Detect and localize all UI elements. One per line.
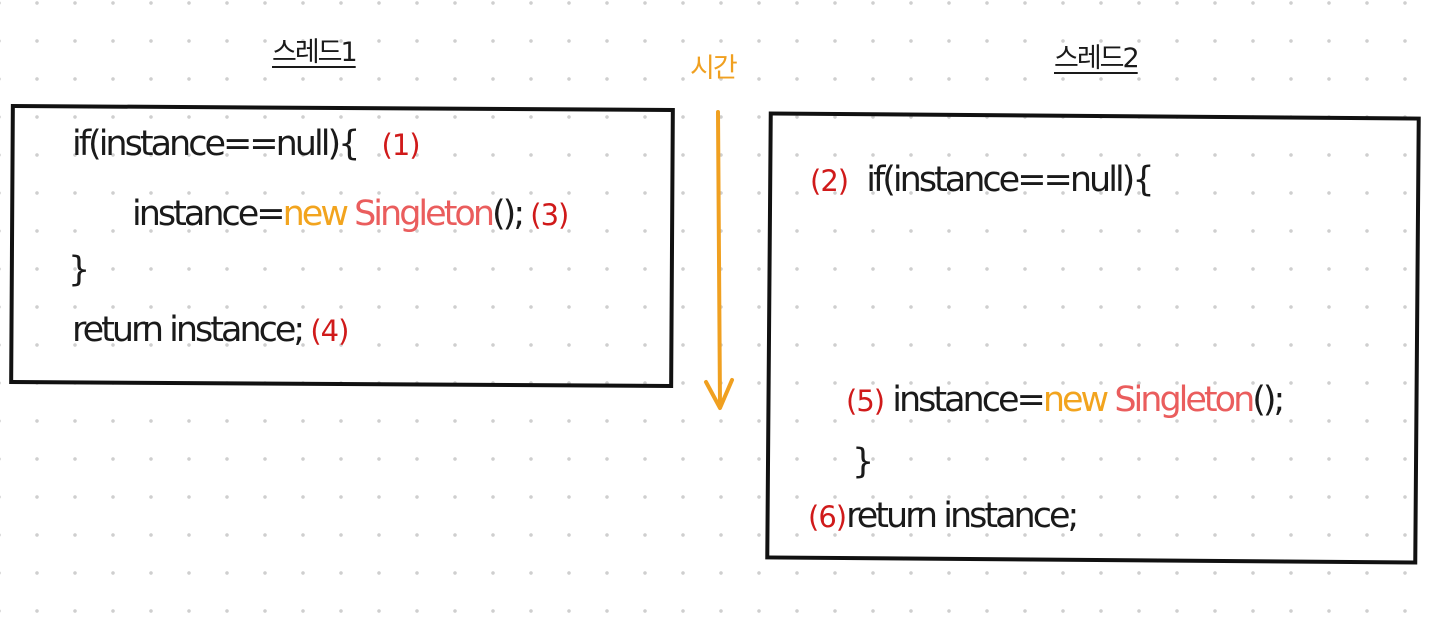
code-text: return instance;	[72, 310, 305, 350]
time-arrow-icon	[704, 110, 734, 410]
code-text: if(instance==null){	[866, 160, 1154, 200]
thread2-line-return: (6)return instance;	[808, 496, 1079, 536]
thread1-title: 스레드1	[272, 37, 358, 68]
thread1-line-return: return instance; (4)	[72, 310, 349, 350]
new-keyword: new	[1042, 380, 1109, 420]
code-text: ();	[492, 194, 525, 234]
code-text: instance=	[132, 194, 286, 234]
thread1-line-if: if(instance==null){ (1)	[72, 124, 421, 164]
new-keyword: new	[282, 194, 349, 234]
thread1-line-close-brace: }	[68, 250, 90, 290]
thread1-line-assign: instance=new Singleton(); (3)	[132, 194, 569, 234]
step-marker: (6)	[808, 500, 847, 534]
step-marker: (3)	[530, 198, 569, 232]
thread2-title: 스레드2	[1054, 43, 1140, 74]
code-text: return instance;	[846, 496, 1079, 536]
code-text: if(instance==null){	[72, 124, 360, 164]
step-marker: (4)	[310, 314, 349, 348]
class-name: Singleton	[354, 194, 495, 234]
thread2-line-close-brace: }	[852, 442, 874, 482]
code-text: instance=	[892, 380, 1046, 420]
code-text: ();	[1252, 380, 1285, 420]
thread2-line-assign: (5) instance=new Singleton();	[846, 380, 1285, 420]
thread2-line-if: (2) if(instance==null){	[810, 160, 1155, 200]
code-text: }	[852, 442, 874, 482]
step-marker: (5)	[846, 384, 885, 418]
time-label: 시간	[690, 53, 738, 84]
code-text: }	[68, 250, 90, 290]
step-marker: (2)	[810, 164, 849, 198]
step-marker: (1)	[381, 128, 421, 162]
class-name: Singleton	[1114, 380, 1255, 420]
